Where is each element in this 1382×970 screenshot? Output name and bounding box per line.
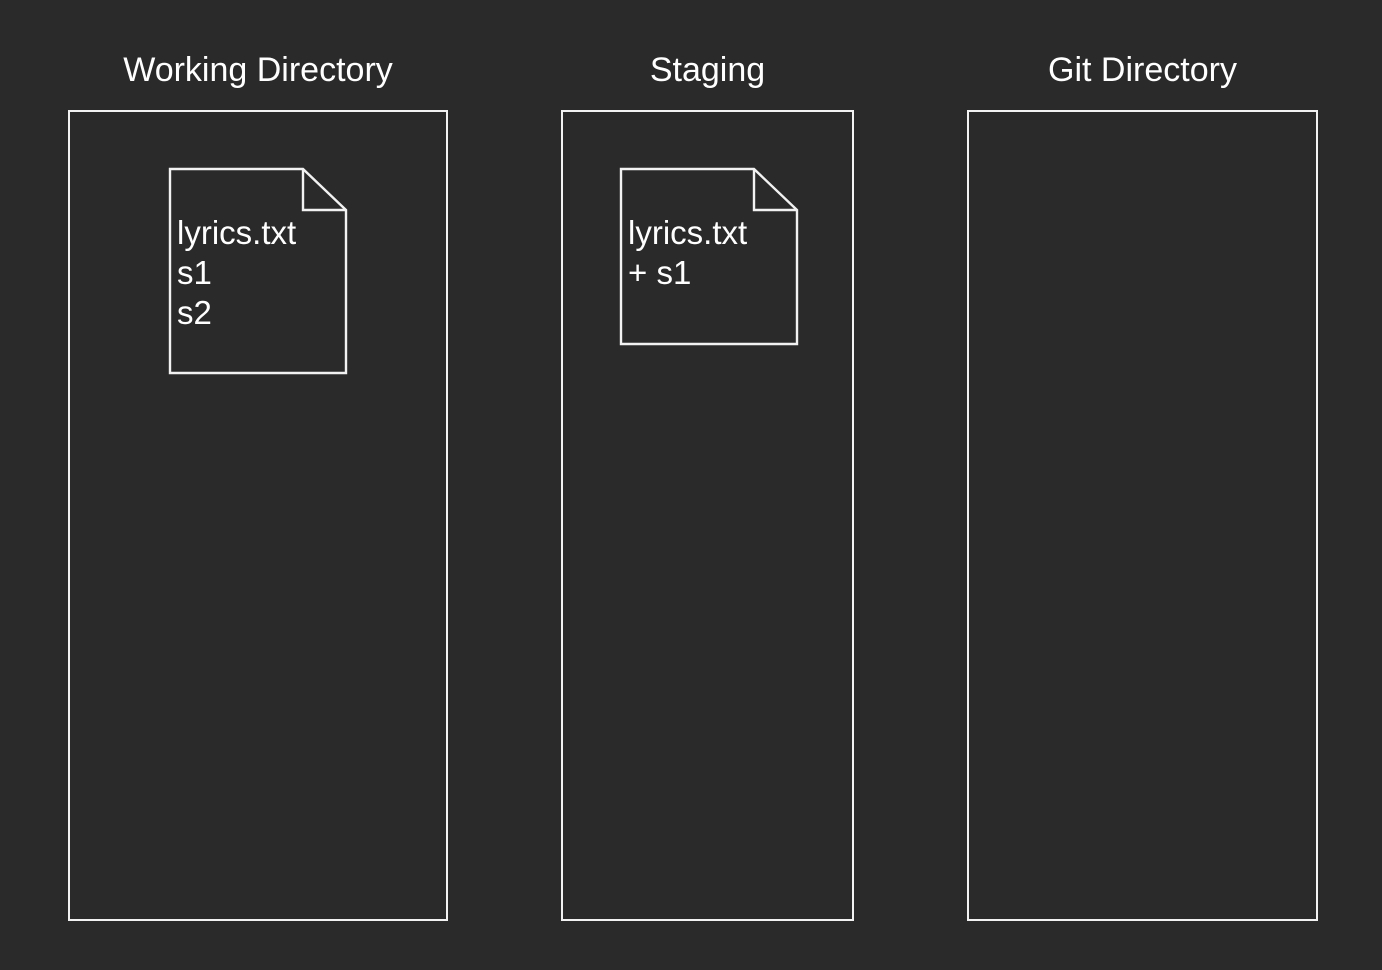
file-icon [168, 167, 348, 375]
staging-area [561, 110, 854, 921]
file-name: lyrics.txt [628, 214, 748, 251]
file-line-1: + s1 [628, 254, 692, 291]
git-directory-area [967, 110, 1318, 921]
file-icon [619, 167, 799, 346]
file-contents: lyrics.txt + s1 [628, 213, 747, 293]
file-line-1: s1 [177, 254, 212, 291]
working-directory-area [68, 110, 448, 921]
file-name: lyrics.txt [177, 214, 297, 251]
working-directory-file: lyrics.txt s1 s2 [168, 167, 348, 375]
git-directory-title: Git Directory [1048, 51, 1237, 89]
staging-file: lyrics.txt + s1 [619, 167, 799, 346]
file-contents: lyrics.txt s1 s2 [177, 213, 296, 333]
staging-title: Staging [649, 51, 766, 89]
file-line-2: s2 [177, 294, 212, 331]
working-directory-title: Working Directory [123, 51, 393, 89]
